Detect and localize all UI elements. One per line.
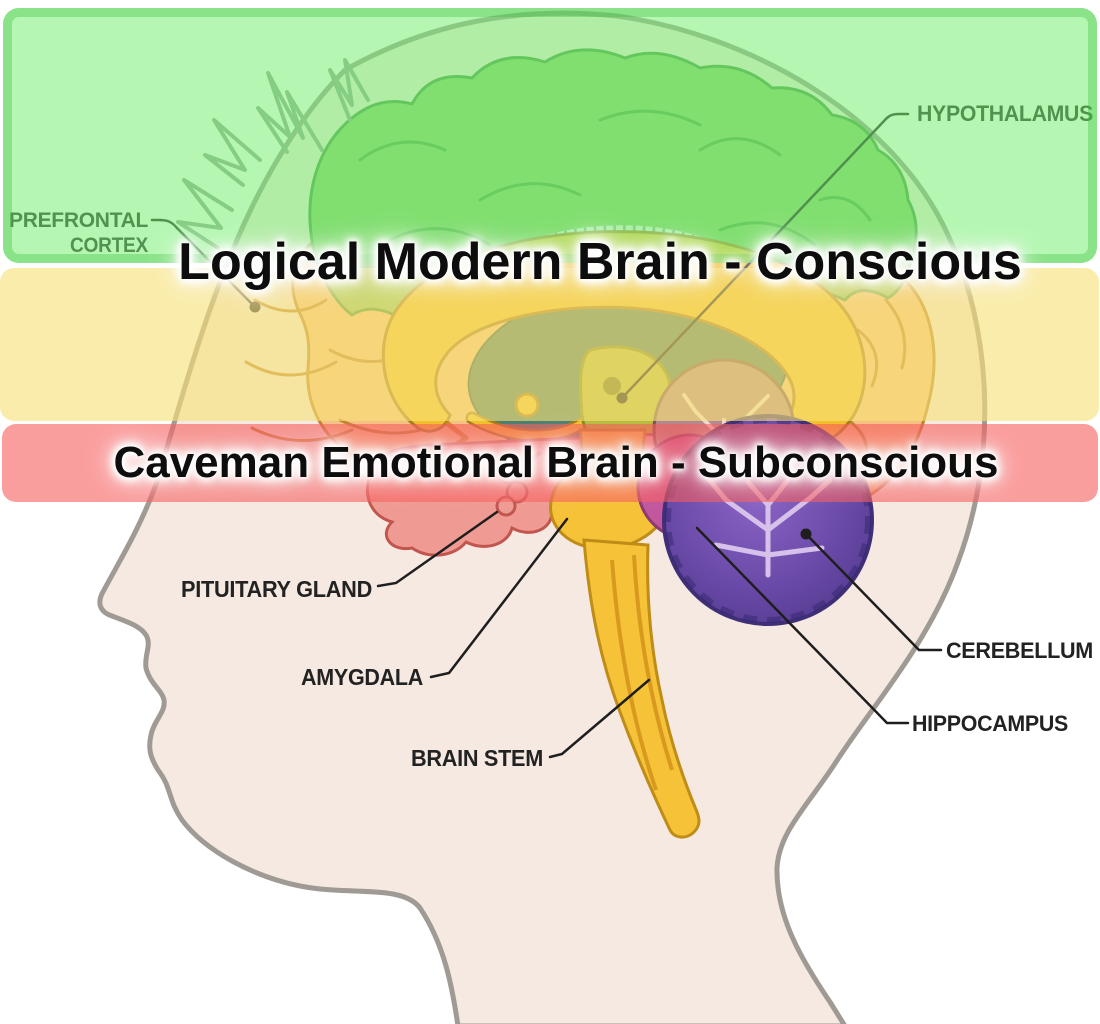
- label-hippocampus: HIPPOCAMPUS: [912, 711, 1068, 736]
- subconscious-title: Caveman Emotional Brain - Subconscious: [113, 438, 999, 487]
- subconscious-red-band: [2, 424, 1098, 502]
- middle-yellow-band: [0, 268, 1099, 421]
- leader-hippocampus: [695, 526, 910, 725]
- leader-amygdala: [429, 517, 569, 679]
- label-pituitary-gland: PITUITARY GLAND: [181, 576, 372, 602]
- label-cerebellum: CEREBELLUM: [946, 638, 1093, 663]
- conscious-green-band: [3, 8, 1097, 263]
- label-amygdala: AMYGDALA: [301, 664, 423, 690]
- leader-cerebellum: [804, 532, 943, 652]
- spinal-cord-stripes: [610, 554, 674, 791]
- leader-pituitary-gland: [376, 510, 499, 588]
- cerebellum-ridges: [665, 417, 871, 623]
- label-brain-stem: BRAIN STEM: [411, 745, 543, 771]
- leader-dot-cerebellum: [800, 528, 812, 540]
- leader-brain-stem: [548, 678, 651, 759]
- conscious-title: Logical Modern Brain - Conscious: [178, 233, 1022, 291]
